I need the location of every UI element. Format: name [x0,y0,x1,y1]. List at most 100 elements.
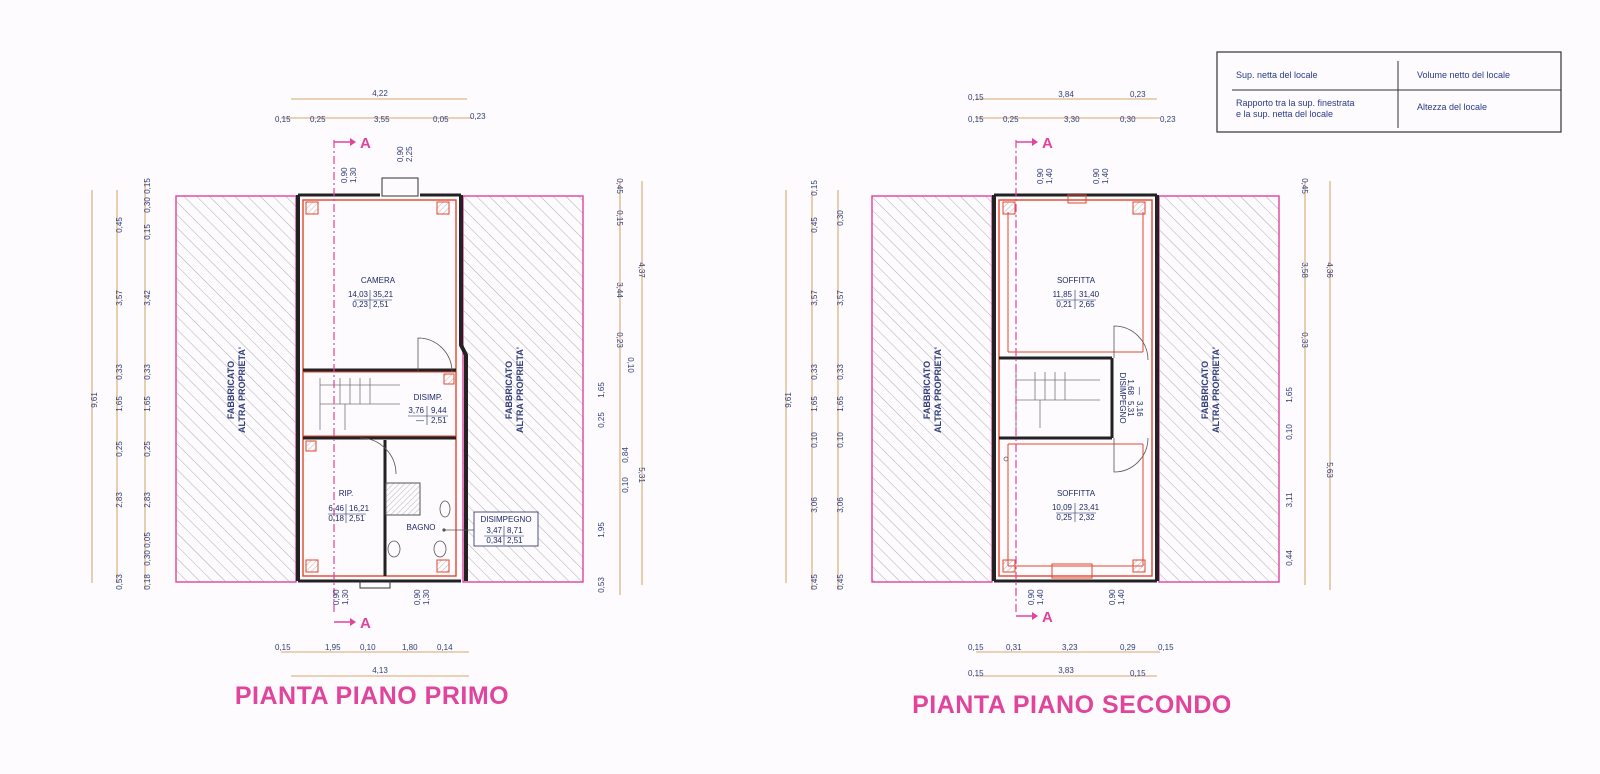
legend-box: Sup. netta del locale Volume netto del l… [1216,51,1562,133]
floor2-win-bot-1: 0,90 [1027,589,1036,605]
floor2-top2-e: 0,23 [1160,115,1176,124]
legend-ratio-line1: Rapporto tra la sup. finestrata [1236,98,1355,108]
floor1-left-in-4: 3,42 [143,290,152,306]
floor1-top-total: 4,22 [372,89,388,98]
floor1-camera-name: CAMERA [361,276,396,285]
floor1-disimpegno-tag: DISIMPEGNO 3,47 8,71 0,34 2,51 [442,511,539,547]
floor2-left-in-3: 0,33 [836,364,845,380]
floor1-left-in-6: 1,65 [143,396,152,412]
floor2-neighbor-right-line2: ALTRA PROPRIETA' [1211,347,1221,433]
floor1-top-a: 0,15 [275,115,291,124]
floor2-left-in-2: 3,57 [836,290,845,306]
floor2-left-mid-7: 3,06 [810,497,819,513]
floor1-win-top-2: 1,30 [349,167,358,183]
floor2-right-in-3: 0,33 [1300,332,1309,348]
floor1-left-mid-6: 2,83 [115,492,124,508]
floor2-soffitta1-volume: 31,40 [1079,290,1100,299]
floor1-left-mid-4: 1,65 [115,396,124,412]
floor2-left-in-5: 0,10 [836,432,845,448]
floor2-soffitta2-ratio: 0,25 [1056,513,1072,522]
floor1-rip-ratio: 0,18 [328,514,344,523]
floor1-camera-ratio: 0,23 [352,300,368,309]
floor1-camera-area: 14,03 [348,290,369,299]
floor1-right-out-1: 4,37 [637,262,646,278]
floor1-shower [385,482,421,516]
floor2-win-bot-2: 1,40 [1036,589,1045,605]
floor2-left-mid-6: 0,10 [810,432,819,448]
floor1-top-e: 0,23 [470,112,486,121]
floor2-top1-a: 0,15 [968,93,984,102]
floor1-right-in-10: 1,95 [597,522,606,538]
floor1-right-in-6: 0,25 [597,412,606,428]
floor2-top2-c: 3,30 [1064,115,1080,124]
floor1-left-in-2: 0,30 [143,197,152,213]
legend-ratio-line2: e la sup. netta del locale [1236,109,1333,119]
floor2-top2-a: 0,15 [968,115,984,124]
floor1-top-d: 0,05 [433,115,449,124]
floor2-neighbor-right-line1: FABBRICATO [1200,361,1210,419]
floor2-right-in-7: 0,44 [1285,550,1294,566]
floor1-left-in-9: 0,05 [143,532,152,548]
floor1-win-bot-2: 1,30 [341,589,350,605]
floor1-section-a-top: A [360,135,371,152]
floor1-right-in-4: 0,23 [615,332,624,348]
floor2-disimpegno-name: DISIMPEGNO [1118,372,1127,423]
floor1-bot-c: 0,10 [360,643,376,652]
floor2-right-out-2: 5,63 [1325,462,1334,478]
floor2-top2-b: 0,25 [1003,115,1019,124]
floor1-right-in-7: 1,65 [597,382,606,398]
floor2-neighbor-left [871,195,993,583]
floor2-neighbor-right [1158,195,1280,583]
floor1-rip-area: 6,46 [328,504,344,513]
floor1-win-top-4: 2,25 [405,146,414,162]
floor2-win-bot-3: 0,90 [1108,589,1117,605]
floor2-left-in-7: 0,45 [836,574,845,590]
floor1-left-in-3: 0,15 [143,224,152,240]
floor2-top1-e: 0,23 [1130,90,1146,99]
floor1-disimp-area: 3,76 [408,406,424,415]
floor1-disimpegno-volume: 8,71 [507,526,523,535]
floor1-left-in-11: 0,18 [143,574,152,590]
floor1-left-outer: 9,61 [90,392,99,408]
floor2-plan: A A FABBRICATO ALTRA PROPRIETA' FABBRICA… [784,90,1334,719]
floor1-left-mid-3: 0,33 [115,364,124,380]
floor1-left-in-5: 0,33 [143,364,152,380]
floor1-bot-e: 0,14 [437,643,453,652]
floor2-section-a-top: A [1042,135,1053,152]
floor1-camera-height: 2,51 [373,300,389,309]
floor1-win-bot-4: 1,30 [422,589,431,605]
floor1-rip-height: 2,51 [349,514,365,523]
floor1-bot-b: 1,95 [325,643,341,652]
floor2-left-outer: 9,61 [784,392,793,408]
floor1-left-in-7: 0,25 [143,441,152,457]
floor1-disimpegno-area: 3,47 [486,526,502,535]
floor2-disimpegno-area: 1,68 [1126,379,1135,395]
floor2-soffitta1-name: SOFFITTA [1057,276,1096,285]
floor2-left-mid-2: 0,45 [810,217,819,233]
floor2-bot1-d: 0,29 [1120,643,1136,652]
floor2-bot1-c: 3,23 [1062,643,1078,652]
floor1-bot-total: 4,13 [372,666,388,675]
floor2-soffitta2-height: 2,32 [1079,513,1095,522]
floor1-title: PIANTA PIANO PRIMO [235,682,509,710]
floor1-right-in-1: 0,45 [615,178,624,194]
floor2-win-top-1: 0,90 [1036,168,1045,184]
floor1-top-c: 3,55 [374,115,390,124]
floor2-right-in-4: 0,10 [1285,424,1294,440]
floor2-left-mid-8: 0,45 [810,574,819,590]
floor2-right-in-6: 3,11 [1285,492,1294,508]
floor2-soffitta2-name: SOFFITTA [1057,489,1096,498]
legend-net-volume: Volume netto del locale [1417,70,1510,80]
floor1-plan: A A FABBRICATO ALTRA PROPRIETA' FABBRICA… [90,89,646,710]
floor1-left-mid-1: 0,45 [115,217,124,233]
floor1-neighbor-right-line2: ALTRA PROPRIETA' [515,347,525,433]
floor1-bagno-name: BAGNO [407,523,436,532]
floor1-win-bot-1: 0,90 [332,589,341,605]
legend-net-area: Sup. netta del locale [1236,70,1318,80]
floor2-soffitta1-height: 2,65 [1079,300,1095,309]
floor2-left-mid-5: 1,65 [810,396,819,412]
floor1-win-top-1: 0,90 [340,167,349,183]
floor2-right-out-1: 4,36 [1325,262,1334,278]
floor2-soffitta2-volume: 23,41 [1079,503,1100,512]
floor1-neighbor-left [175,195,297,583]
